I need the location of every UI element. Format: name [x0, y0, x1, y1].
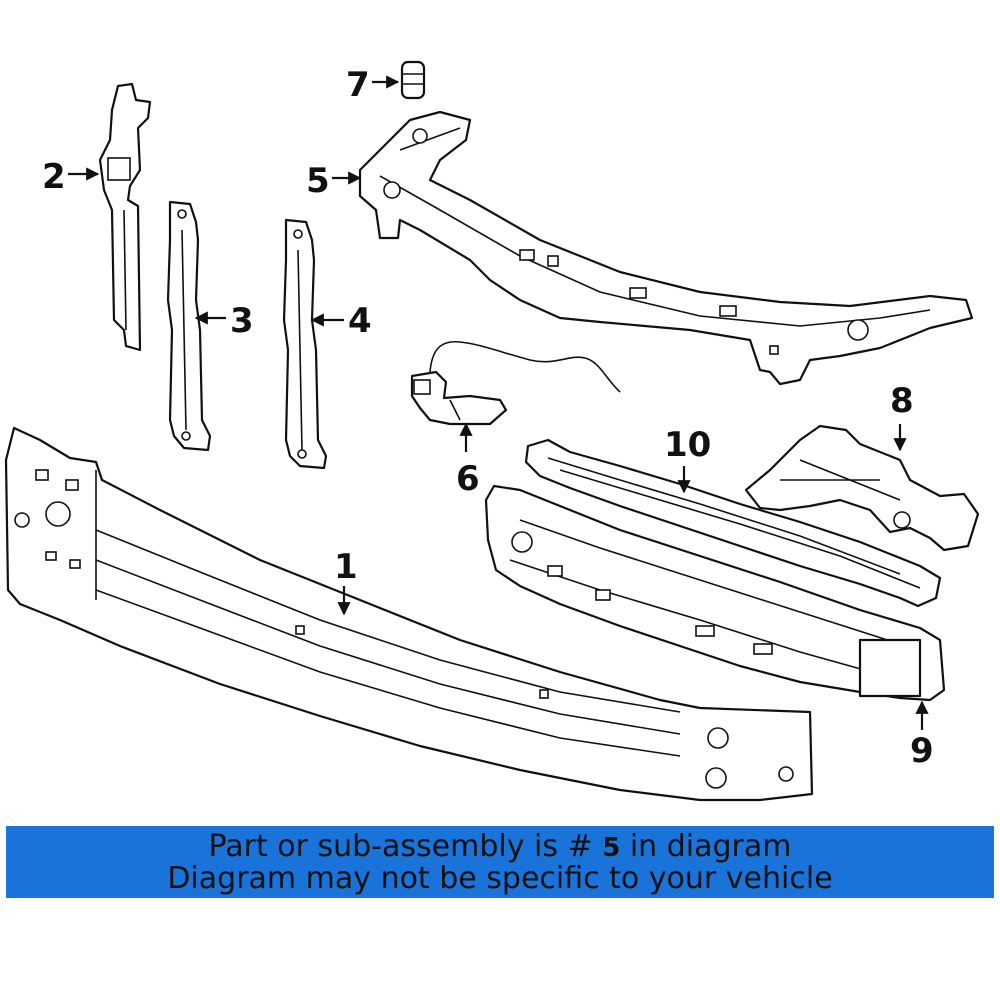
part-1-bumper-beam	[4, 426, 814, 802]
callout-3: 3	[194, 301, 254, 341]
callout-label-1: 1	[334, 547, 358, 587]
banner-note: Diagram may not be specific to your vehi…	[167, 861, 833, 896]
callout-label-10: 10	[664, 425, 711, 465]
callout-label-4: 4	[348, 301, 372, 341]
callout-label-6: 6	[456, 459, 480, 499]
callout-10: 10	[664, 425, 711, 494]
callout-6: 6	[456, 422, 480, 499]
info-banner: Part or sub-assembly is # 5 in diagram D…	[6, 826, 994, 898]
part-8-bracket	[744, 424, 980, 552]
part-4-rail	[282, 218, 328, 470]
callout-label-2: 2	[42, 157, 66, 197]
part-5-upper-support	[358, 110, 974, 386]
callout-2: 2	[42, 157, 100, 197]
callout-8: 8	[890, 381, 914, 452]
part-10-absorber	[524, 438, 942, 608]
part-7-plug	[400, 60, 426, 100]
callout-label-5: 5	[306, 161, 330, 201]
callout-7: 7	[346, 65, 400, 105]
callout-4: 4	[310, 301, 372, 341]
parts-diagram: 7 2 5 3 4 8 10 6 1 9	[4, 60, 980, 802]
callout-label-3: 3	[230, 301, 254, 341]
part-2-bracket	[98, 82, 152, 352]
part-3-rail	[166, 200, 212, 452]
callout-label-7: 7	[346, 65, 370, 105]
callout-5: 5	[306, 161, 362, 201]
banner-prefix: Part or sub-assembly is #	[208, 829, 593, 864]
banner-line-1: Part or sub-assembly is # 5 in diagram	[6, 829, 994, 866]
callout-9: 9	[910, 700, 934, 771]
callout-1: 1	[334, 547, 358, 616]
part-9-absorber	[484, 484, 946, 702]
banner-suffix: in diagram	[629, 829, 792, 864]
callout-label-8: 8	[890, 381, 914, 421]
banner-part-number: 5	[602, 833, 621, 863]
callout-label-9: 9	[910, 731, 934, 771]
part-6-latch	[410, 341, 621, 426]
